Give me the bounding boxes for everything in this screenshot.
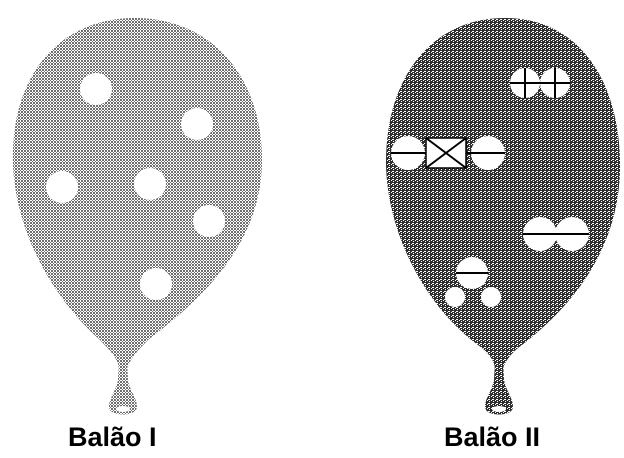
balloon-1-atom	[193, 205, 225, 237]
balloon-1-atom	[181, 108, 213, 140]
balloon-1-atom	[134, 168, 166, 200]
balloon-2-knot-hole	[492, 406, 506, 412]
balloon-2	[386, 18, 620, 415]
balloon-2-body	[386, 18, 620, 368]
balloon-1-atom	[80, 73, 112, 105]
balloon-2-molecule	[391, 136, 505, 170]
balloon-1-atom	[140, 268, 172, 300]
balloon-1-label: Balão I	[68, 424, 157, 451]
balloon-2-label: Balão II	[444, 424, 540, 451]
balloon-1-knot-hole	[116, 406, 130, 412]
balloon-1-atom	[46, 171, 78, 203]
balloon-1	[13, 18, 262, 415]
